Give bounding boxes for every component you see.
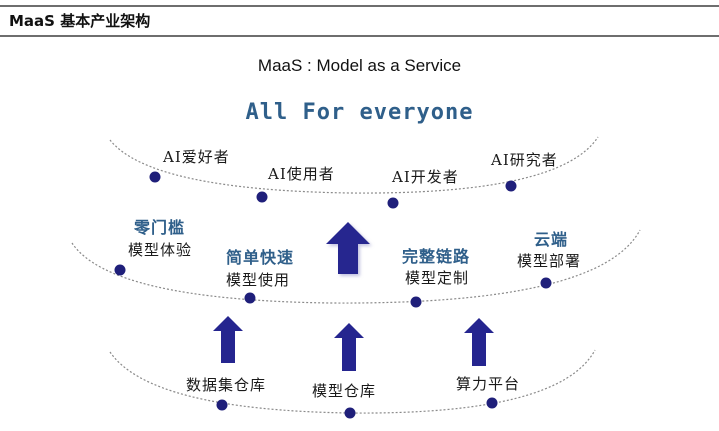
arrow-up-icon — [464, 318, 494, 366]
top-node-label: AI开发者 — [392, 168, 459, 186]
top-node-label: AI使用者 — [268, 165, 335, 183]
bottom-node-label: 模型仓库 — [312, 382, 377, 400]
top-layer-arc — [109, 136, 599, 194]
arrow-up-icon — [334, 323, 364, 371]
top-node-3 — [387, 197, 399, 209]
middle-node-label: 模型体验 — [128, 241, 193, 259]
header-bottom-rule — [0, 35, 719, 37]
middle-node-heading: 云端 — [534, 230, 569, 249]
bottom-node-label: 数据集仓库 — [186, 376, 267, 394]
arrow-up-icon — [213, 316, 243, 363]
top-node-2 — [256, 191, 268, 203]
page-title: MaaS 基本产业架构 — [9, 12, 151, 30]
bottom-node-2 — [344, 407, 356, 419]
middle-node-1 — [114, 264, 126, 276]
middle-node-heading: 简单快速 — [226, 248, 295, 267]
diagram-subtitle: MaaS : Model as a Service — [257, 56, 462, 75]
middle-node-heading: 零门槛 — [134, 218, 186, 237]
middle-node-heading: 完整链路 — [402, 247, 471, 266]
top-node-label: AI研究者 — [491, 151, 558, 169]
middle-node-label: 模型定制 — [405, 269, 470, 287]
arrow-up-icon — [326, 222, 370, 274]
bottom-node-1 — [216, 399, 228, 411]
middle-node-label: 模型部署 — [517, 252, 582, 270]
middle-node-3 — [410, 296, 422, 308]
diagram-tagline: All For everyone — [245, 100, 474, 125]
bottom-node-3 — [486, 397, 498, 409]
top-node-1 — [149, 171, 161, 183]
bottom-node-label: 算力平台 — [456, 375, 521, 393]
middle-node-2 — [244, 292, 256, 304]
middle-node-4 — [540, 277, 552, 289]
top-node-label: AI爱好者 — [163, 148, 230, 166]
top-node-4 — [505, 180, 517, 192]
header-top-rule — [0, 5, 719, 7]
middle-node-label: 模型使用 — [226, 271, 291, 289]
